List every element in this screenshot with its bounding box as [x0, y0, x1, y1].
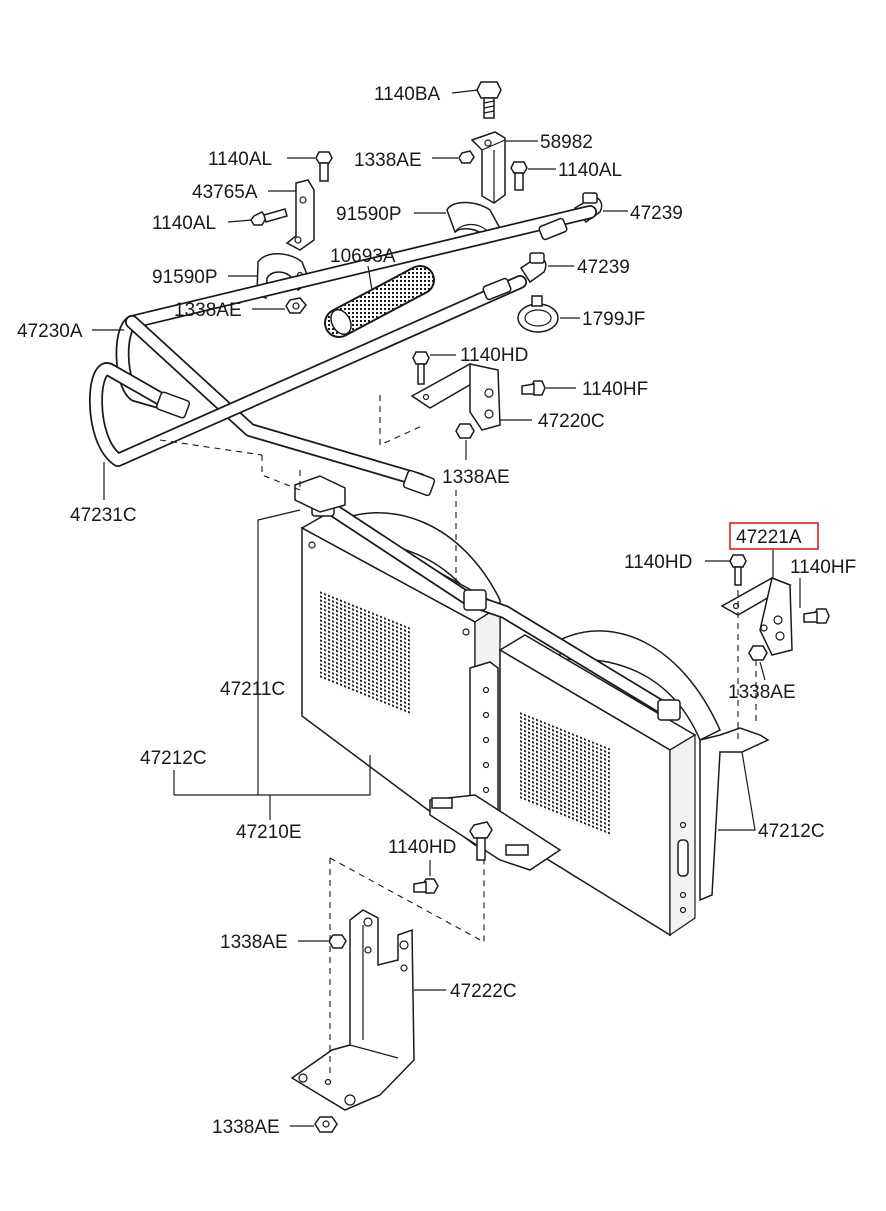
- label-43765A: 43765A: [192, 182, 258, 203]
- bracket-47221A: [720, 576, 793, 656]
- label-10693A: 10693A: [330, 246, 396, 267]
- bolt-1140HD-c: [469, 821, 493, 861]
- base-plate: [429, 794, 562, 871]
- pipe-fitting-upper: [538, 217, 568, 241]
- clamp-1799JF: [517, 295, 559, 333]
- part-labels: 1140BA 58982 1338AE 1140AL 1140AL 43765A…: [17, 84, 856, 1138]
- label-1338AE-f: 1338AE: [212, 1117, 280, 1138]
- label-1338AE-c: 1338AE: [442, 467, 510, 488]
- label-1338AE-b: 1338AE: [174, 300, 242, 321]
- bracket-43765A: [285, 179, 315, 251]
- label-1338AE-e: 1338AE: [220, 932, 288, 953]
- label-47212C-b: 47212C: [758, 821, 825, 842]
- pipe-fitting-center: [402, 469, 436, 497]
- top-mount: [294, 475, 346, 513]
- label-58982: 58982: [540, 132, 593, 153]
- bolt-1140HD-c2: [413, 878, 439, 894]
- highlight-box-47221A: [729, 522, 819, 550]
- pipe-fitting-lower: [482, 277, 512, 301]
- nut-1338AE-e: [328, 934, 347, 949]
- nut-1338AE-top: [458, 150, 475, 164]
- label-47239-b: 47239: [577, 257, 630, 278]
- nut-1338AE-c: [455, 423, 475, 439]
- nut-1338AE-f: [314, 1116, 338, 1133]
- hose-10693A: [324, 265, 435, 338]
- elbow-47239-lower: [519, 252, 547, 284]
- label-1140AL-c: 1140AL: [152, 213, 216, 234]
- label-1140HF-b: 1140HF: [790, 557, 856, 578]
- label-1140HD-c: 1140HD: [388, 837, 456, 858]
- side-shroud-right: [699, 727, 770, 902]
- label-1338AE-d: 1338AE: [728, 682, 796, 703]
- label-47220C: 47220C: [538, 411, 605, 432]
- pipe-fitting-left: [155, 391, 191, 419]
- bolt-1140AL-lower: [250, 208, 288, 226]
- bolt-1140HF-a: [521, 380, 546, 396]
- label-91590P-b: 91590P: [152, 267, 218, 288]
- label-1140HD-a: 1140HD: [460, 345, 528, 366]
- bolt-1140HD-a: [412, 351, 430, 385]
- bolt-1140HD-b: [729, 554, 747, 586]
- label-47231C: 47231C: [70, 505, 137, 526]
- nut-1338AE-d: [748, 645, 768, 661]
- bracket-47220C: [410, 363, 501, 431]
- label-47222C: 47222C: [450, 981, 517, 1002]
- label-1140HF-a: 1140HF: [582, 379, 648, 400]
- label-1140HD-b: 1140HD: [624, 552, 692, 573]
- center-upright: [469, 661, 499, 816]
- bracket-47222C: [290, 909, 415, 1111]
- label-91590P-a: 91590P: [336, 204, 402, 225]
- label-47230A: 47230A: [17, 321, 83, 342]
- label-1140BA: 1140BA: [374, 84, 441, 105]
- nut-1338AE-b: [285, 297, 307, 314]
- bolt-1140AL-right: [510, 161, 528, 191]
- label-1799JF: 1799JF: [582, 309, 645, 330]
- cooler-right: [498, 630, 721, 937]
- label-47239-a: 47239: [630, 203, 683, 224]
- label-47210E: 47210E: [236, 822, 302, 843]
- label-1338AE-top: 1338AE: [354, 150, 422, 171]
- label-47211C: 47211C: [220, 679, 285, 700]
- label-47221A[interactable]: 47221A: [736, 527, 802, 548]
- bolt-1140HF-b: [803, 608, 830, 624]
- alignment-lines: [159, 395, 757, 1075]
- label-47212C-a: 47212C: [140, 748, 207, 769]
- label-1140AL-a: 1140AL: [208, 149, 272, 170]
- bolt-1140AL-left: [315, 151, 333, 182]
- pipe-47231C: [89, 275, 527, 467]
- pipe-47230A: [115, 205, 597, 487]
- bracket-58982: [470, 131, 506, 204]
- bolt-1140BA: [476, 81, 502, 119]
- label-1140AL-b: 1140AL: [558, 160, 622, 181]
- leader-lines: [92, 89, 801, 1127]
